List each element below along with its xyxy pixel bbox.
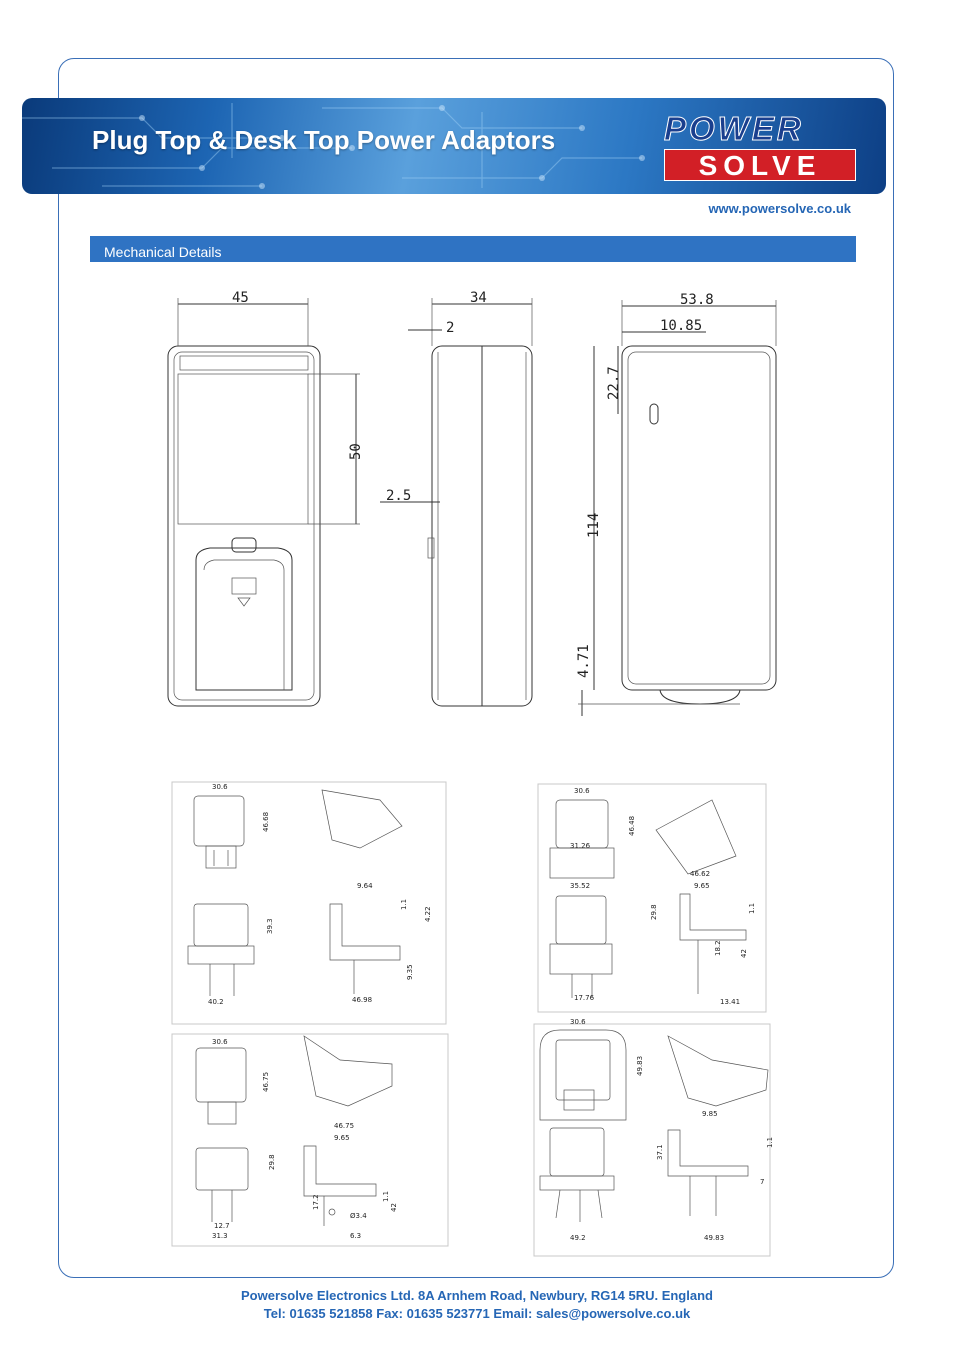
euro-pin-len: 9.35 (406, 964, 414, 980)
euro-width-top: 30.6 (212, 783, 228, 791)
side-view-drawing: 34 2 2.5 (380, 290, 533, 707)
section-header: Mechanical Details (90, 236, 856, 262)
uk-side-w: 13.41 (720, 998, 740, 1006)
uk-width-top: 30.6 (574, 787, 590, 795)
us-side-len: 46.75 (334, 1122, 354, 1130)
us-height-top: 46.75 (262, 1072, 270, 1092)
us-side-offset: 9.65 (334, 1134, 350, 1142)
us-hole: Ø3.4 (350, 1212, 367, 1220)
uk-pin-total: 42 (740, 949, 748, 958)
uk-side-len: 46.62 (690, 870, 710, 878)
euro-side-h: 4.22 (424, 906, 432, 922)
dim-end-width: 53.8 (680, 292, 714, 308)
section-title: Mechanical Details (104, 244, 222, 260)
us-pin-side: 6.3 (350, 1232, 361, 1240)
logo-text-bottom: SOLVE (664, 149, 856, 181)
euro-tab: 1.1 (400, 899, 408, 910)
au-height-body: 37.1 (656, 1144, 664, 1160)
us-width-top: 30.6 (212, 1038, 228, 1046)
circuit-board-background (22, 103, 645, 189)
dim-side-step: 2.5 (386, 488, 411, 504)
page-title: Plug Top & Desk Top Power Adaptors (92, 125, 556, 155)
dim-end-offset: 10.85 (660, 318, 702, 334)
euro-side-len: 46.98 (352, 996, 372, 1004)
au-tab: 1.1 (766, 1137, 774, 1148)
uk-pin-h: 18.2 (714, 940, 722, 956)
powersolve-logo: POWER SOLVE (660, 108, 864, 184)
euro-height-body: 39.3 (266, 918, 274, 934)
dim-side-width: 34 (470, 290, 487, 306)
plug-panel-au: 30.6 49.83 9.85 49.2 37.1 1.1 7 49.83 (533, 1018, 774, 1257)
plug-panel-uk: 30.6 31.26 46.48 35.52 46.62 17.76 9.65 … (537, 783, 767, 1013)
page-frame (58, 58, 894, 1278)
uk-inner-width: 31.26 (570, 842, 591, 850)
dim-front-height: 50 (348, 443, 364, 460)
end-view-drawing: 53.8 10.85 22.7 114 4.71 (576, 292, 777, 716)
us-pin-h: 17.2 (312, 1194, 320, 1210)
uk-tab: 1.1 (748, 903, 756, 914)
euro-height-top: 46.68 (262, 812, 270, 832)
logo-text-top: POWER (664, 110, 804, 148)
au-side-offset: 9.85 (702, 1110, 718, 1118)
au-height-top: 49.83 (636, 1056, 644, 1076)
uk-height-top: 46.48 (628, 816, 636, 836)
us-body-w: 31.3 (212, 1232, 228, 1240)
dim-side-offset: 2 (446, 320, 454, 336)
us-height-body: 29.8 (268, 1154, 276, 1170)
euro-side-offset: 9.64 (357, 882, 373, 890)
au-side-len: 49.83 (704, 1234, 724, 1242)
plug-panel-euro: 30.6 46.68 39.3 40.2 9.64 1.1 4.22 46.98… (171, 781, 447, 1025)
us-tab: 1.1 (382, 1191, 390, 1202)
footer-address: Powersolve Electronics Ltd. 8A Arnhem Ro… (241, 1288, 713, 1303)
front-view-drawing: 45 50 (167, 290, 364, 707)
dim-bottom: 4.71 (576, 644, 592, 678)
us-pin-w: 12.7 (214, 1222, 230, 1230)
euro-width-body: 40.2 (208, 998, 224, 1006)
dim-end-top: 22.7 (606, 366, 622, 400)
footer-contact: Tel: 01635 521858 Fax: 01635 523771 Emai… (263, 1306, 691, 1321)
uk-pin-width: 17.76 (574, 994, 595, 1002)
uk-outer-width: 35.52 (570, 882, 590, 890)
plug-panel-us: 30.6 46.75 12.7 31.3 29.8 46.75 9.65 17.… (171, 1033, 449, 1247)
us-pin-total: 42 (390, 1203, 398, 1212)
au-width-top: 30.6 (570, 1018, 586, 1026)
au-pin: 7 (760, 1178, 764, 1186)
uk-height-body: 29.8 (650, 904, 658, 920)
header-banner: Plug Top & Desk Top Power Adaptors POWER… (22, 98, 886, 194)
dim-total-height: 114 (586, 513, 602, 538)
uk-side-offset: 9.65 (694, 882, 710, 890)
dim-front-width: 45 (232, 290, 249, 306)
website-link[interactable]: www.powersolve.co.uk (708, 201, 851, 216)
au-width-body: 49.2 (570, 1234, 586, 1242)
